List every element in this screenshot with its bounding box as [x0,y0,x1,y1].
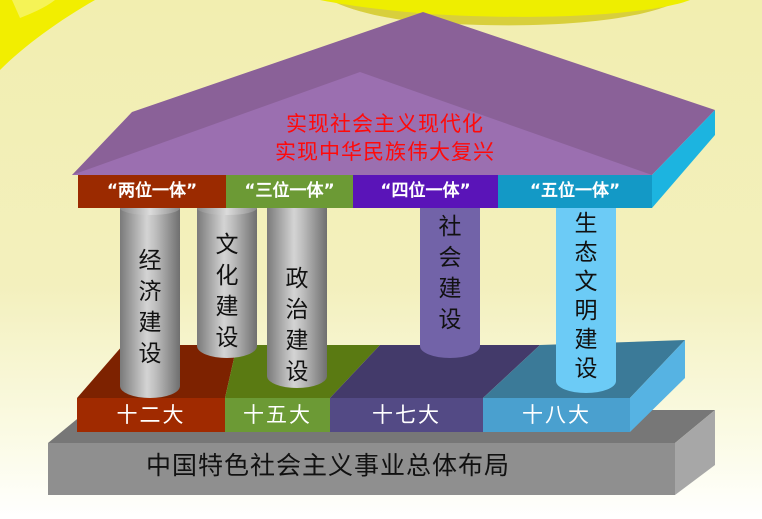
pillar-char: 文 [215,232,239,258]
pillar-char: 建 [215,294,239,320]
congress-label-12th: 十二大 [116,403,186,427]
pillar-char: 建 [438,276,462,302]
roof-line-rejuvenation: 实现中华民族伟大复兴 [275,140,495,164]
pillar-char: 会 [438,245,462,271]
pillar-char: 社 [438,214,462,240]
pillar-char: 设 [285,359,309,385]
pillar-char: 济 [138,279,162,305]
pillar-char: 设 [138,341,162,367]
foundation-label: 中国特色社会主义事业总体布局 [145,451,510,480]
pillar-char: 化 [215,263,239,289]
pillar-economic-construction: 经 济 建 设 [120,201,180,398]
pillar-political-construction: 政 治 建 设 [267,208,327,388]
pillar-social-construction: 社 会 建 设 [420,208,480,358]
pillar-char: 明 [574,298,598,324]
pillar-char: 文 [574,269,598,295]
pillar-char: 治 [285,297,309,323]
stage-label-five-in-one: “五位一体” [498,175,652,208]
pillar-char: 设 [438,307,462,333]
pillar-char: 经 [138,248,162,274]
pillar-char: 设 [215,325,239,351]
pillar-char: 设 [574,356,598,382]
pillar-char: 生 [574,211,598,237]
stage-label-two-in-one: “两位一体” [78,175,226,208]
pillar-char: 态 [574,240,598,266]
congress-label-15th: 十五大 [243,403,312,427]
pillar-char: 建 [574,327,598,353]
pillar-char: 建 [285,328,309,354]
congress-label-18th: 十八大 [522,403,591,427]
pillar-ecological-civilization: 生 态 文 明 建 设 [556,208,616,393]
pillar-char: 建 [138,310,162,336]
congress-label-17th: 十七大 [372,403,441,427]
stage-label-three-in-one: “三位一体” [226,175,353,208]
stage-label-four-in-one: “四位一体” [353,175,498,208]
roof-line-modernization: 实现社会主义现代化 [286,112,484,136]
pillar-char: 政 [285,266,309,292]
